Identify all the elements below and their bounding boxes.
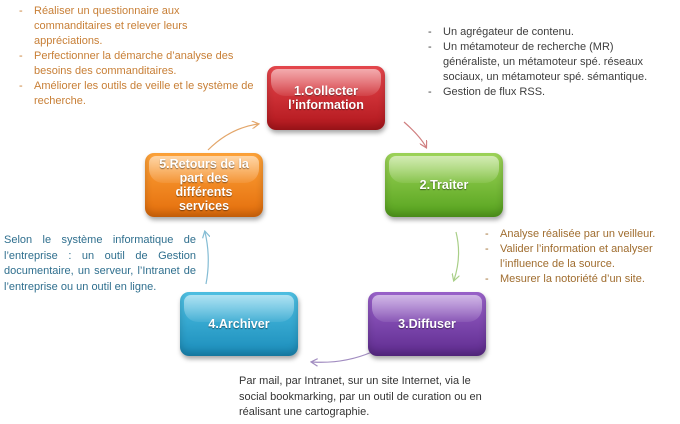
step-collecter-label: 1.Collecter l’information	[288, 84, 364, 112]
note-item: Valider l’information et analyser l’infl…	[484, 242, 674, 272]
note-item: Réaliser un questionnaire aux commandita…	[18, 4, 258, 49]
note-item: Gestion de flux RSS.	[427, 85, 667, 100]
notes-retours: Réaliser un questionnaire aux commandita…	[18, 4, 258, 109]
step-archiver: 4.Archiver	[180, 292, 298, 356]
note-item: Analyse réalisée par un veilleur.	[484, 227, 674, 242]
note-item: Un métamoteur de recherche (MR) générali…	[427, 40, 667, 85]
note-item: Améliorer les outils de veille et le sys…	[18, 79, 258, 109]
step-archiver-label: 4.Archiver	[208, 317, 270, 331]
arrow-diffuser-to-archiver	[312, 351, 373, 362]
note-item: Mesurer la notoriété d’un site.	[484, 272, 674, 287]
step-diffuser: 3.Diffuser	[368, 292, 486, 356]
step-retours: 5.Retours de la part des différents serv…	[145, 153, 263, 217]
notes-collecter: Un agrégateur de contenu. Un métamoteur …	[427, 25, 667, 100]
notes-diffuser: Par mail, par Intranet, sur un site Inte…	[239, 375, 482, 418]
note-item: Perfectionner la démarche d’analyse des …	[18, 49, 258, 79]
step-diffuser-label: 3.Diffuser	[398, 317, 456, 331]
note-item: Un agrégateur de contenu.	[427, 25, 667, 40]
notes-archiver: Selon le système informatique de l’entre…	[4, 234, 196, 293]
notes-traiter: Analyse réalisée par un veilleur. Valide…	[484, 227, 674, 287]
step-traiter-label: 2.Traiter	[419, 178, 469, 192]
arrow-traiter-to-diffuser	[454, 231, 459, 280]
arrow-retours-to-collecter	[207, 124, 258, 151]
arrow-collecter-to-traiter	[403, 121, 426, 147]
step-retours-label: 5.Retours de la part des différents serv…	[159, 157, 249, 213]
step-traiter: 2.Traiter	[385, 153, 503, 217]
step-collecter: 1.Collecter l’information	[267, 66, 385, 130]
arrow-archiver-to-retours	[205, 232, 208, 285]
